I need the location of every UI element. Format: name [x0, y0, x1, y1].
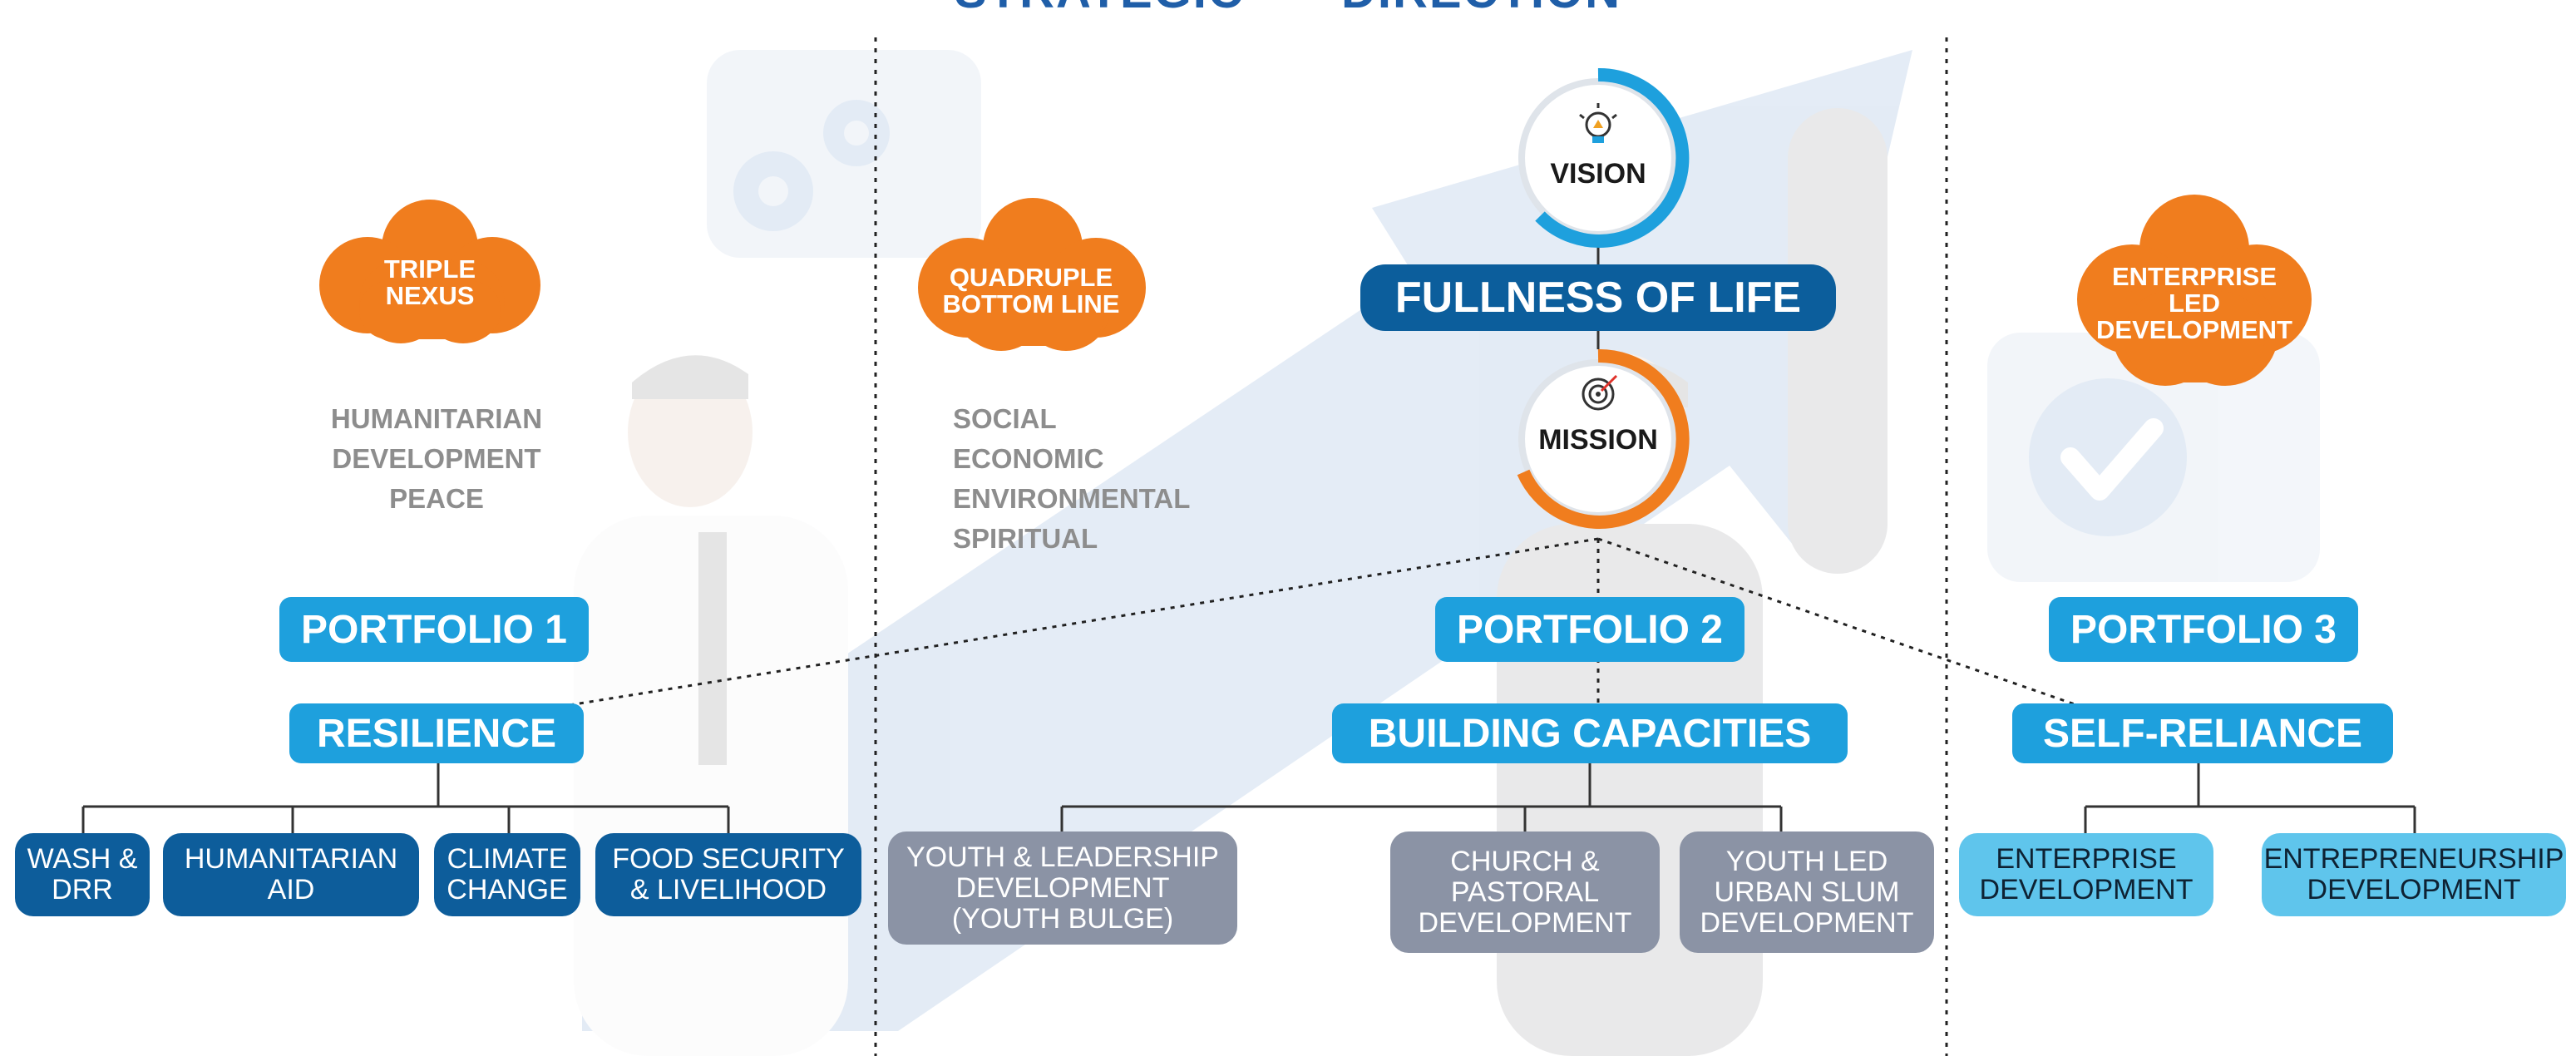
nexus-item: HUMANITARIAN — [330, 403, 543, 434]
nexus-list: HUMANITARIAN DEVELOPMENT PEACE — [316, 399, 557, 519]
theme-resilience: RESILIENCE — [289, 703, 584, 763]
tree-portfolio-2 — [1060, 761, 1783, 831]
theme-building-capacities: BUILDING CAPACITIES — [1332, 703, 1848, 763]
cloud-label-triple-nexus: TRIPLE NEXUS — [383, 254, 476, 310]
cloud-quadruple-bottom-line — [918, 198, 1146, 351]
person-illustration-left — [574, 355, 848, 1056]
vision-label: VISION — [1550, 157, 1646, 190]
item-enterprise-development: ENTERPRISE DEVELOPMENT — [1959, 833, 2213, 916]
diagram-title: STRATEGIC DIRECTION — [0, 0, 2576, 18]
bottom-line-list: SOCIAL ECONOMIC ENVIRONMENTAL SPIRITUAL — [953, 399, 1236, 559]
item-church-pastoral-development: CHURCH & PASTORAL DEVELOPMENT — [1390, 831, 1660, 953]
bottom-line-item: SOCIAL — [953, 403, 1057, 434]
lightbulb-icon — [1579, 103, 1617, 143]
vision-circle — [1518, 67, 1690, 248]
mission-label: MISSION — [1538, 423, 1658, 456]
portfolio-1-label: PORTFOLIO 1 — [279, 597, 589, 662]
title-left: STRATEGIC — [955, 0, 1245, 19]
item-entrepreneurship-development: ENTREPRENEURSHIP DEVELOPMENT — [2262, 833, 2566, 916]
target-icon — [1582, 374, 1618, 411]
item-wash-drr: WASH & DRR — [15, 833, 150, 916]
item-food-security-livelihood: FOOD SECURITY & LIVELIHOOD — [595, 833, 861, 916]
tree-portfolio-3 — [2084, 761, 2416, 833]
cloud-label-quadruple-bottom-line: QUADRUPLE BOTTOM LINE — [942, 263, 1120, 318]
tree-portfolio-1 — [81, 761, 730, 833]
checkmark-icon — [1987, 333, 2320, 582]
cloud-enterprise-led-development — [2077, 195, 2312, 386]
bottom-line-item: ECONOMIC — [953, 443, 1104, 474]
portfolio-3-label: PORTFOLIO 3 — [2049, 597, 2358, 662]
cloud-triple-nexus — [319, 200, 540, 343]
item-youth-leadership-development: YOUTH & LEADERSHIP DEVELOPMENT (YOUTH BU… — [888, 831, 1237, 945]
fullness-of-life-banner: FULLNESS OF LIFE — [1360, 264, 1836, 331]
mission-to-self-reliance — [1597, 537, 2078, 707]
mission-circle — [1517, 348, 1690, 529]
cloud-label-enterprise-led-development: ENTERPRISE LED DEVELOPMENT — [2096, 262, 2292, 344]
nexus-item: DEVELOPMENT — [332, 443, 541, 474]
portfolio-2-label: PORTFOLIO 2 — [1435, 597, 1744, 662]
bottom-line-item: SPIRITUAL — [953, 523, 1098, 554]
title-right: DIRECTION — [1341, 0, 1621, 19]
gears-icon — [707, 50, 981, 258]
mission-to-resilience — [548, 537, 1599, 710]
nexus-item: PEACE — [389, 483, 484, 514]
item-climate-change: CLIMATE CHANGE — [434, 833, 580, 916]
theme-self-reliance: SELF-RELIANCE — [2012, 703, 2393, 763]
item-humanitarian-aid: HUMANITARIAN AID — [163, 833, 419, 916]
bottom-line-item: ENVIRONMENTAL — [953, 483, 1191, 514]
item-youth-led-urban-slum-development: YOUTH LED URBAN SLUM DEVELOPMENT — [1680, 831, 1934, 953]
